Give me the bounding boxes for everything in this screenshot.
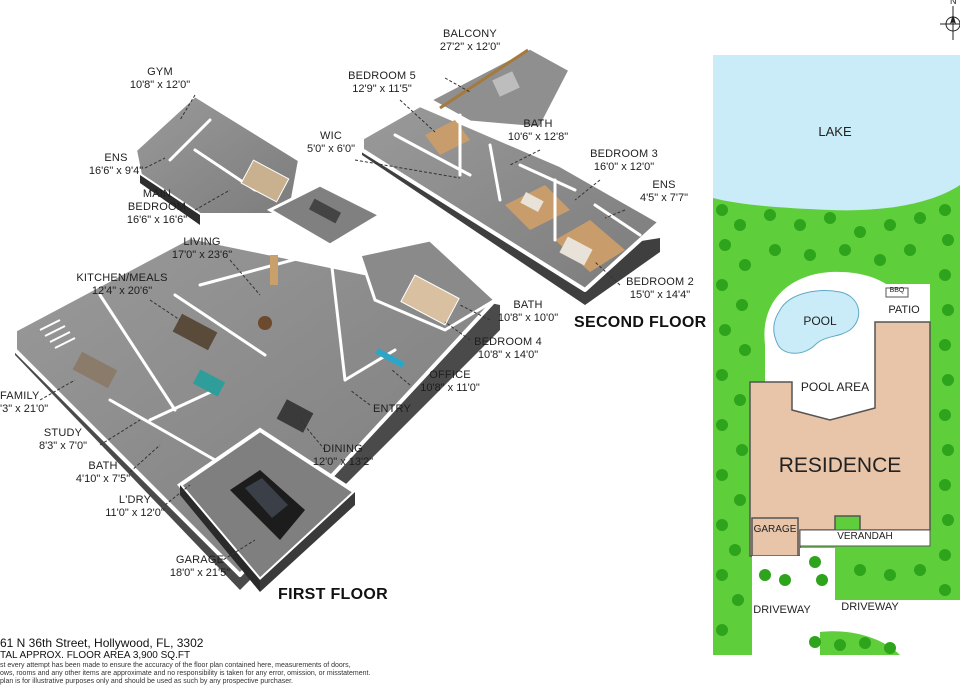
label-balcony: BALCONY 27'2" x 12'0" xyxy=(430,28,510,54)
lake-shape xyxy=(713,55,960,211)
room-name: BEDROOM 2 xyxy=(626,276,694,288)
label-laundry: L'DRY 11'0" x 12'0" xyxy=(98,494,172,520)
second-floor-model xyxy=(360,46,662,305)
room-name: DINING xyxy=(323,443,363,455)
room-dims: 18'0" x 21'5" xyxy=(169,567,231,579)
driveway-right-label: DRIVEWAY xyxy=(841,601,899,613)
compass-letter: N xyxy=(950,0,957,6)
disclaimer-line-3: plan is for illustrative purposes only a… xyxy=(0,678,294,685)
footer: 61 N 36th Street, Hollywood, FL, 3302 TA… xyxy=(0,636,400,686)
label-gym: GYM 10'8" x 12'0" xyxy=(120,66,200,92)
label-bedroom3: BEDROOM 3 16'0" x 12'0" xyxy=(584,148,664,174)
room-name-line2: BEDROOM xyxy=(127,201,187,213)
label-office: OFFICE 10'8" x 11'0" xyxy=(410,369,490,395)
disclaimer-line-1: st every attempt has been made to ensure… xyxy=(0,662,351,669)
car-icon xyxy=(230,470,305,540)
room-dims: 10'6" x 12'8" xyxy=(507,131,569,143)
room-name: WIC xyxy=(320,130,342,142)
room-name: BATH xyxy=(88,460,118,472)
pool-label: POOL xyxy=(803,314,837,328)
room-dims: 10'8" x 11'0" xyxy=(420,382,480,394)
label-wic: WIC 5'0" x 6'0" xyxy=(296,130,366,156)
room-name: L'DRY xyxy=(118,494,152,506)
room-dims: 10'8" x 10'0" xyxy=(497,312,559,324)
room-name: BATH xyxy=(513,299,543,311)
label-entry: ENTRY xyxy=(362,403,422,416)
disclaimer-line-2: ows, rooms and any other items are appro… xyxy=(0,670,371,677)
room-dims: 17'0" x 23'6" xyxy=(171,249,233,261)
driveway-left-label: DRIVEWAY xyxy=(753,604,811,616)
room-name: BEDROOM 3 xyxy=(590,148,658,160)
room-dims: 12'0" x 13'2" xyxy=(312,456,374,468)
label-main-bedroom: MAIN xyxy=(112,188,202,201)
room-dims: 12'9" x 11'5" xyxy=(352,83,412,95)
label-living: LIVING 17'0" x 23'6" xyxy=(162,236,242,262)
room-dims: 4'10" x 7'5" xyxy=(75,473,131,485)
room-name: BEDROOM 5 xyxy=(348,70,416,82)
room-dims: 10'8" x 14'0" xyxy=(477,349,539,361)
verandah-label: VERANDAH xyxy=(837,531,893,542)
room-name: BATH xyxy=(523,118,553,130)
label-kitchen: KITCHEN/MEALS 12'4" x 20'6" xyxy=(72,272,172,298)
leader-lines xyxy=(39,77,626,566)
label-ens: ENS 16'6" x 9'4" xyxy=(76,152,156,178)
label-bedroom2: BEDROOM 2 15'0" x 14'4" xyxy=(620,276,700,302)
room-dims: 5'0" x 6'0" xyxy=(306,143,356,155)
room-dims: 27'2" x 12'0" xyxy=(439,41,501,53)
room-dims: 10'8" x 12'0" xyxy=(129,79,191,91)
room-name: BEDROOM 4 xyxy=(474,336,542,348)
residence-label: RESIDENCE xyxy=(778,454,902,477)
room-name: FAMILY xyxy=(0,390,40,402)
room-dims: 16'6" x 9'4" xyxy=(88,165,144,177)
room-name: GARAGE xyxy=(175,554,225,566)
trees xyxy=(716,204,954,654)
label-ens-upper: ENS 4'5" x 7'7" xyxy=(634,179,694,205)
compass-icon: N xyxy=(938,0,960,40)
label-study: STUDY 8'3" x 7'0" xyxy=(28,427,98,453)
room-name: GYM xyxy=(147,66,173,78)
label-garage: GARAGE 18'0" x 21'5" xyxy=(160,554,240,580)
room-dims: 11'0" x 12'0" xyxy=(105,507,165,519)
room-dims: 16'6" x 16'6" xyxy=(126,214,188,226)
label-family: FAMILY '3" x 21'0" xyxy=(0,390,50,416)
label-bath-upper: BATH 10'6" x 12'8" xyxy=(498,118,578,144)
second-floor-title: SECOND FLOOR xyxy=(574,314,707,331)
room-dims: 8'3" x 7'0" xyxy=(38,440,88,452)
room-name: ENS xyxy=(652,179,676,191)
room-name: KITCHEN/MEALS xyxy=(76,272,168,284)
label-bedroom5: BEDROOM 5 12'9" x 11'5" xyxy=(342,70,422,96)
room-name: LIVING xyxy=(183,236,221,248)
pool-area-label: POOL AREA xyxy=(800,380,870,394)
patio-label: PATIO xyxy=(888,304,920,316)
bbq-label: BBQ xyxy=(889,287,905,294)
site-plan xyxy=(713,55,960,655)
first-floor-model xyxy=(13,93,500,592)
total-area: TAL APPROX. FLOOR AREA 3,900 SQ.FT xyxy=(0,650,191,661)
label-bath: BATH 4'10" x 7'5" xyxy=(68,460,138,486)
room-name: MAIN xyxy=(142,188,172,200)
room-name: STUDY xyxy=(43,427,83,439)
room-name: ENS xyxy=(104,152,128,164)
first-floor-title: FIRST FLOOR xyxy=(278,586,388,603)
room-dims: 15'0" x 14'4" xyxy=(629,289,691,301)
room-dims: 12'4" x 20'6" xyxy=(91,285,153,297)
room-name: OFFICE xyxy=(429,369,471,381)
label-bedroom4: BEDROOM 4 10'8" x 14'0" xyxy=(468,336,548,362)
lake-label: LAKE xyxy=(818,124,852,139)
label-bath-2: BATH 10'8" x 10'0" xyxy=(488,299,568,325)
room-name: BALCONY xyxy=(443,28,497,40)
label-dining: DINING 12'0" x 13'2" xyxy=(303,443,383,469)
room-dims: 16'0" x 12'0" xyxy=(593,161,655,173)
garage-site-label: GARAGE xyxy=(753,524,797,535)
room-dims: '3" x 21'0" xyxy=(0,403,49,415)
room-name: ENTRY xyxy=(372,403,412,415)
label-main-bedroom-name: BEDROOM 16'6" x 16'6" xyxy=(112,201,202,227)
room-dims: 4'5" x 7'7" xyxy=(639,192,689,204)
address: 61 N 36th Street, Hollywood, FL, 3302 xyxy=(0,636,204,650)
